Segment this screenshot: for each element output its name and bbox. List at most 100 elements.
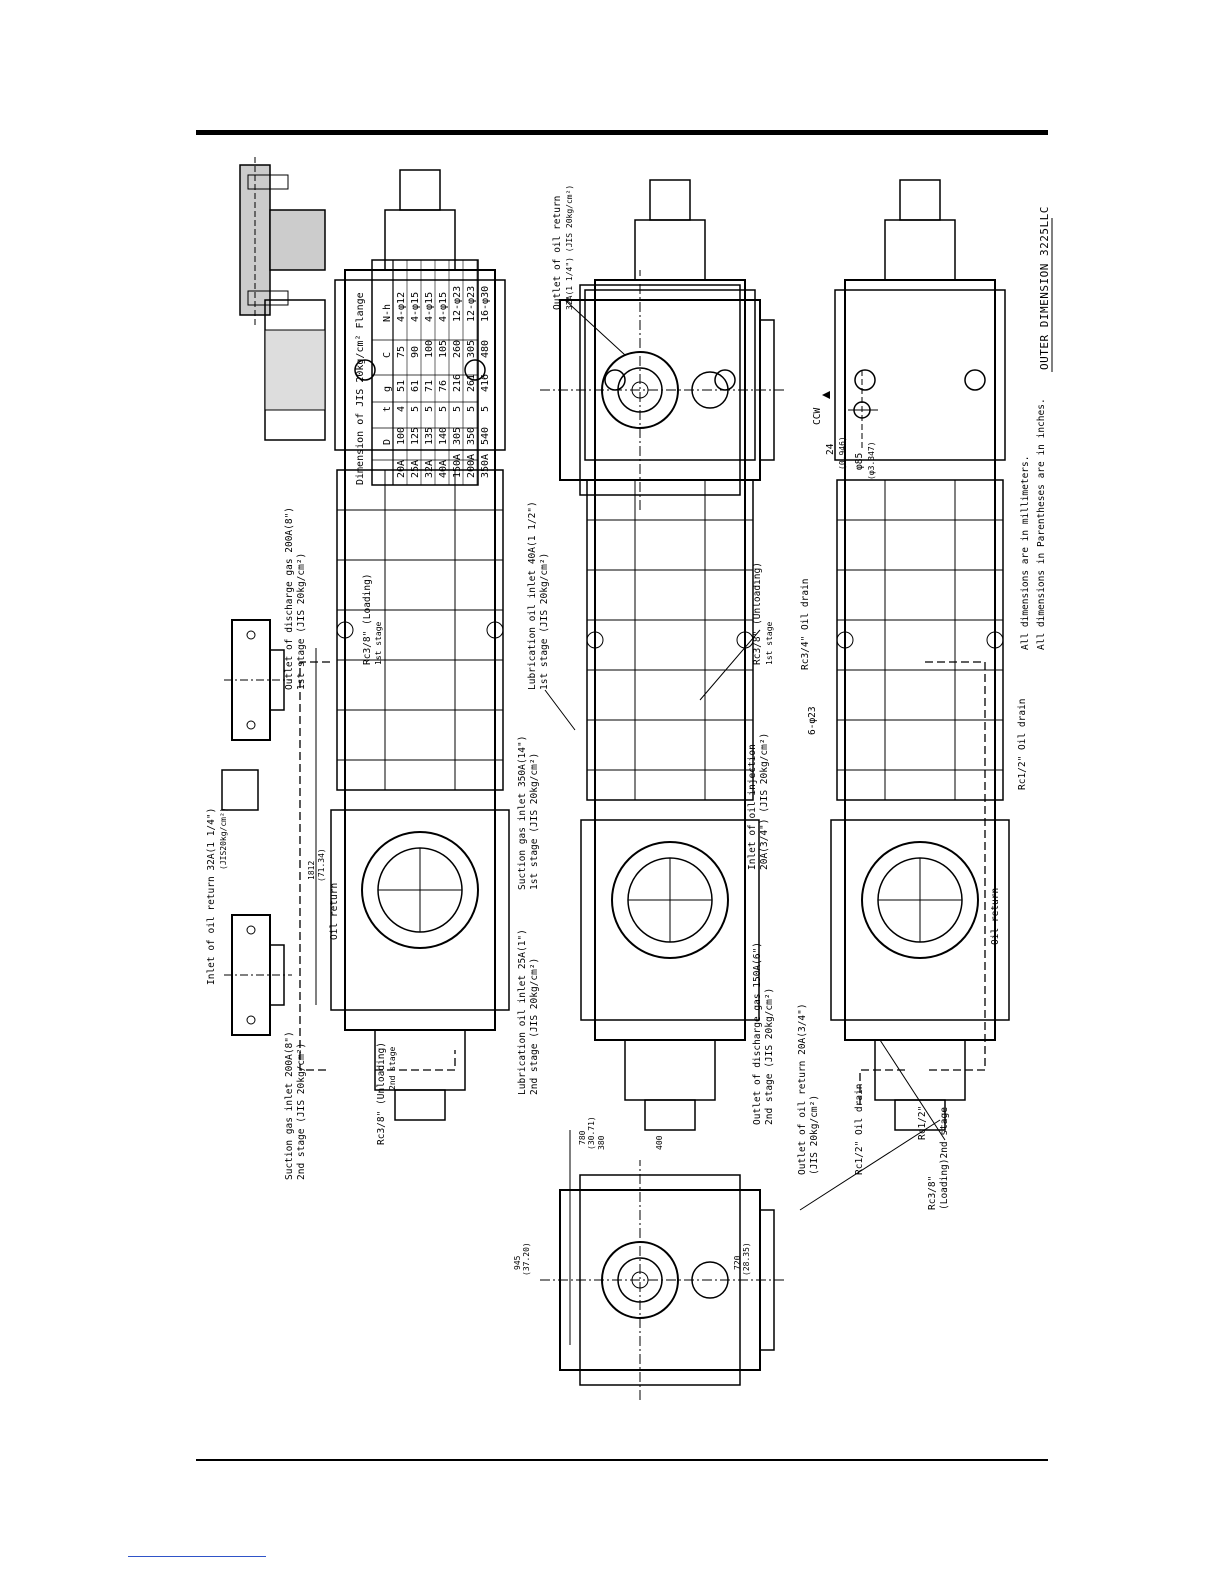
label-discharge-1st-b: 1st stage (JIS 20kg/cm²) (296, 553, 307, 690)
label-shaft-d2: φ85 (854, 453, 865, 470)
flange-table-cell: 25A (410, 460, 421, 478)
flange-table-cell: 125 (410, 427, 421, 445)
flange-table-cell: 540 (480, 427, 491, 445)
label-oil-return-outlet-top-b: 32A(1 1/4") (JIS 20kg/cm²) (565, 185, 574, 310)
top-view: Oil return Inlet of oil return 32A(1 1/4… (206, 169, 510, 1180)
label-shaft-d2-in: (φ3.347) (867, 441, 876, 480)
dim-945-in: (37.20) (522, 1242, 531, 1276)
flange-table-cell: 216 (452, 374, 463, 392)
flange-table-cell: 480 (480, 340, 491, 358)
label-suction-2nd-b: 2nd stage (JIS 20kg/cm²) (296, 1043, 307, 1180)
flange-table-cell: 105 (438, 340, 449, 358)
label-rc12-2nd: Rc1/2" (917, 1106, 928, 1140)
dim-720-in: (28.35) (742, 1242, 751, 1276)
label-rc38-unloading-1st: Rc3/8" (Unloading) (752, 562, 763, 665)
drawing-title: OUTER DIMENSION 3225LLC (1038, 206, 1051, 370)
label-oil-injection: Inlet of oil injection (747, 744, 758, 870)
label-bolts: 6-φ23 (807, 706, 818, 735)
footer-rule (196, 1459, 1048, 1461)
dim-400: 400 (655, 1135, 664, 1150)
label-oil-injection-b: 20A(3/4") (JIS 20kg/cm²) (759, 733, 770, 870)
label-oil-return-bottom: Oil return (990, 888, 1001, 945)
label-lub-oil-1st-b: 1st stage (JIS 20kg/cm²) (539, 553, 550, 690)
flange-table-cell: 5 (424, 406, 435, 412)
flange-table-cell: 305 (466, 340, 477, 358)
flange-table-header-cell: D (382, 439, 393, 445)
flange-table-cell: 51 (396, 380, 407, 392)
flange-table-header-cell: g (382, 386, 393, 392)
flange-table-cell: 416 (480, 374, 491, 392)
flange-table-cell: 100 (424, 340, 435, 358)
flange-table-cell: 61 (410, 380, 421, 392)
flange-table-cell: 16-φ30 (480, 286, 491, 322)
flange-table-cell: 4-φ12 (396, 292, 407, 322)
flange-table-cell: 4-φ15 (424, 292, 435, 322)
label-lub-oil-2nd: Lubrication oil inlet 25A(1") (517, 929, 528, 1095)
flange-table-cell: 5 (438, 406, 449, 412)
label-rc12-2nd-b: (Loading)2nd stage (939, 1107, 950, 1210)
label-oil-return-outlet: Outlet of oil return 20A(3/4") (797, 1003, 808, 1175)
label-suction-1st-b: 1st stage (JIS 20kg/cm²) (529, 753, 540, 890)
end-view-rear (539, 269, 786, 511)
flange-table-header-cell: C (382, 352, 393, 358)
label-oil-return-outlet-top: Outlet of oil return (552, 196, 563, 310)
flange-table-cell: 305 (452, 427, 463, 445)
flange-table-cell: 100 (396, 427, 407, 445)
label-discharge-2nd: Outlet of discharge gas 150A(6") (752, 942, 763, 1125)
flange-table-cell: 5 (466, 406, 477, 412)
label-oil-return-inlet: Inlet of oil return 32A(1 1/4") (206, 808, 217, 985)
flange-table-cell: 12-φ23 (452, 286, 463, 322)
label-lub-oil-1st: Lubrication oil inlet 40A(1 1/2") (527, 501, 538, 690)
label-rc38-unloading-2nd: Rc3/8" (Unloading) (376, 1042, 387, 1145)
note-millimeters: All dimensions are in millimeters. (1020, 456, 1031, 650)
dim-780-in: (30.71) (587, 1116, 596, 1150)
flange-table-cell: 40A (438, 460, 449, 478)
flange-table-cell: 135 (424, 427, 435, 445)
label-rc38-loading-1st-b: 1st stage (374, 621, 383, 665)
flange-table-cell: 4-φ15 (438, 292, 449, 322)
flange-section-detail (239, 155, 326, 325)
flange-table-cell: 5 (410, 406, 421, 412)
flange-table-caption: Dimension of JIS 20kg/cm² Flange (355, 292, 366, 485)
flange-table-cell: 76 (438, 380, 449, 392)
dim-780: 780 (578, 1130, 587, 1145)
label-discharge-2nd-b: 2nd stage (JIS 20kg/cm²) (764, 988, 775, 1125)
label-rc38-loading-1st: Rc3/8" (Loading) (362, 573, 373, 665)
flange-table-cell: 4-φ15 (410, 292, 421, 322)
label-oil-return-inlet-std: (JIS20kg/cm²) (219, 807, 228, 870)
label-ccw: CCW (812, 408, 823, 425)
label-shaft-d1-in: (0.946) (838, 436, 847, 470)
shaft-detail: CCW 24 (0.946) φ85 (φ3.347) (812, 370, 878, 480)
label-rc12-oil-drain-a: Rc1/2" Oil drain (854, 1083, 865, 1175)
label-lub-oil-2nd-b: 2nd stage (JIS 20kg/cm²) (529, 958, 540, 1095)
note-inches: All dimensions in Parentheses are in inc… (1036, 398, 1047, 650)
label-oil-return-outlet-b: (JIS 20kg/cm²) (809, 1095, 820, 1175)
flange-table-cell: 20A (396, 460, 407, 478)
dim-380: 380 (597, 1135, 606, 1150)
label-rc38-loading-2nd: Rc3/8" (927, 1176, 938, 1210)
label-oil-return-top: Oil return (329, 883, 340, 940)
side-flange-upper (223, 619, 293, 741)
label-shaft-d1: 24 (825, 443, 836, 455)
flange-table-header-cell: N-h (382, 304, 393, 322)
label-suction-2nd: Suction gas inlet 200A(8") (284, 1031, 295, 1180)
flange-table-cell: 200A (466, 454, 477, 478)
label-discharge-1st: Outlet of discharge gas 200A(8") (284, 507, 295, 690)
flange-table-header-cell: t (382, 406, 393, 412)
dim-720: 720 (733, 1255, 742, 1270)
flange-table-cell: 350A (480, 454, 491, 478)
flange-plan-detail (264, 299, 326, 441)
flange-table-cell: 75 (396, 346, 407, 358)
dim-945: 945 (513, 1255, 522, 1270)
flange-table-cell: 261 (466, 374, 477, 392)
label-rc38-unloading-1st-b: 1st stage (765, 621, 774, 665)
flange-table-cell: 150A (452, 454, 463, 478)
side-flange-lower (223, 914, 293, 1036)
flange-table-cell: 5 (480, 406, 491, 412)
label-rc34-oil-drain: Rc3/4" Oil drain (800, 578, 811, 670)
label-suction-1st: Suction gas inlet 350A(14") (517, 736, 528, 890)
flange-table-cell: 32A (424, 460, 435, 478)
side-view: Suction gas inlet 350A(14") 1st stage (J… (517, 179, 775, 1131)
flange-dimension-table: Dimension of JIS 20kg/cm² Flange Dt g C N-h… (355, 259, 491, 486)
